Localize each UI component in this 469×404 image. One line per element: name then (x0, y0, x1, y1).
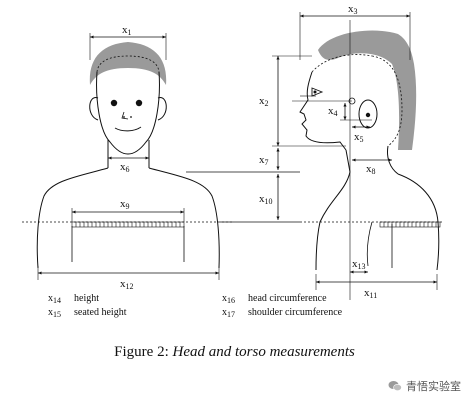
front-view (22, 33, 232, 280)
left-eye (110, 99, 118, 107)
caption-title: Head and torso measurements (172, 344, 355, 360)
figure-caption: Figure 2: Head and torso measurements (0, 344, 469, 361)
label-x7: x7 (259, 154, 269, 167)
label-x3: x3 (348, 3, 358, 16)
front-torso (36, 167, 220, 269)
side-hair (318, 30, 417, 150)
measurement-labels: x1 x3 x2 x4 x5 x6 x7 x8 x9 x10 x11 x12 x… (120, 3, 377, 300)
mouth (114, 126, 142, 132)
front-hatch (75, 222, 181, 227)
label-x1: x1 (122, 24, 132, 37)
right-ear (157, 97, 167, 121)
watermark: 青悟实验室 (388, 378, 461, 394)
side-eye (311, 87, 324, 97)
label-x6: x6 (120, 161, 130, 174)
label-x13: x13 (352, 258, 366, 271)
side-view (272, 12, 442, 300)
label-x2: x2 (259, 95, 269, 108)
side-head (299, 71, 347, 151)
side-torso (315, 171, 440, 271)
left-ear (89, 97, 99, 121)
watermark-text: 青悟实验室 (406, 380, 461, 393)
caption-prefix: Figure 2: (114, 344, 173, 360)
right-eye (135, 99, 143, 107)
label-x11: x11 (364, 287, 377, 300)
label-x9: x9 (120, 198, 130, 211)
label-x10: x10 (259, 193, 273, 206)
side-hatch (383, 222, 437, 227)
label-x5: x5 (354, 131, 364, 144)
front-hair (89, 42, 167, 85)
label-x8: x8 (366, 163, 376, 176)
label-x4: x4 (328, 105, 338, 118)
front-face (96, 71, 160, 155)
wechat-icon (388, 381, 402, 392)
label-x12: x12 (120, 278, 134, 291)
